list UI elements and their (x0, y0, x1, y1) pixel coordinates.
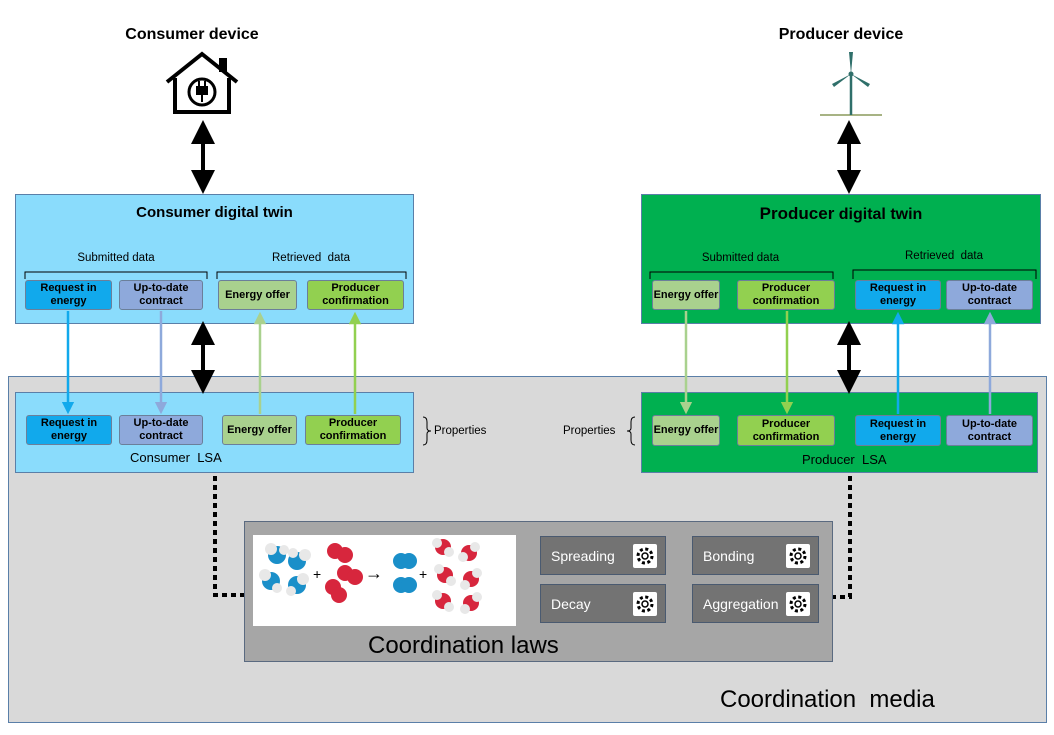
water-molecule-icon (432, 538, 482, 614)
consumer-lsa-energy-offer: Energy offer (222, 415, 297, 445)
oxygen-molecule-icon (325, 543, 363, 603)
producer-twin-up-to-date-contract: Up-to-date contract (946, 280, 1033, 310)
producer-retrieved-label: Retrieved data (905, 250, 983, 262)
reaction-image: + → + (253, 535, 516, 626)
gear-icon (633, 592, 657, 616)
producer-lsa-up-to-date-contract: Up-to-date contract (946, 415, 1033, 446)
consumer-submitted-label: Submitted data (77, 252, 155, 264)
consumer-lsa-producer-confirmation: Producer confirmation (305, 415, 401, 445)
consumer-properties-brace (422, 416, 432, 446)
gear-icon (786, 592, 810, 616)
svg-text:+: + (419, 566, 427, 582)
consumer-twin-request-in-energy: Request in energy (25, 280, 112, 310)
consumer-properties-label: Properties (434, 425, 487, 437)
producer-twin-request-in-energy: Request in energy (855, 280, 941, 310)
law-decay-label: Decay (551, 595, 591, 612)
consumer-twin-up-to-date-contract: Up-to-date contract (119, 280, 203, 310)
coordination-media-title: Coordination media (720, 686, 935, 713)
producer-twin-producer-confirmation: Producer confirmation (737, 280, 835, 310)
producer-properties-brace (626, 416, 636, 446)
law-bonding-label: Bonding (703, 547, 755, 564)
consumer-retrieved-label: Retrieved data (272, 252, 350, 264)
producer-properties-label: Properties (563, 425, 616, 437)
producer-lsa-energy-offer: Energy offer (652, 415, 720, 446)
ammonia-molecule-icon (259, 543, 311, 596)
svg-text:+: + (313, 566, 321, 582)
producer-lsa-request-in-energy: Request in energy (855, 415, 941, 446)
consumer-lsa-up-to-date-contract: Up-to-date contract (119, 415, 203, 445)
law-bonding: Bonding (692, 536, 819, 575)
consumer-twin-energy-offer: Energy offer (218, 280, 297, 310)
gear-icon (633, 544, 657, 568)
consumer-device-title: Consumer device (125, 26, 259, 43)
producer-twin-title: Producer digital twin (642, 204, 1040, 224)
producer-submitted-label: Submitted data (701, 252, 780, 264)
producer-device-title: Producer device (778, 26, 904, 43)
gear-icon (786, 544, 810, 568)
law-aggregation-label: Aggregation (703, 595, 779, 612)
law-aggregation: Aggregation (692, 584, 819, 623)
consumer-lsa-label: Consumer LSA (130, 450, 222, 465)
coordination-laws-title: Coordination laws (368, 632, 559, 659)
consumer-twin-title: Consumer digital twin (136, 204, 293, 221)
law-spreading-label: Spreading (551, 547, 615, 564)
law-spreading: Spreading (540, 536, 666, 575)
wind-turbine-icon (820, 50, 882, 118)
house-plug-icon (163, 50, 241, 116)
producer-twin-energy-offer: Energy offer (652, 280, 720, 310)
producer-lsa-label: Producer LSA (802, 452, 887, 467)
consumer-twin-producer-confirmation: Producer confirmation (307, 280, 404, 310)
producer-twin-title-bold: Producer (759, 204, 835, 223)
nitrogen-molecule-icon (393, 553, 417, 593)
consumer-lsa-request-in-energy: Request in energy (26, 415, 112, 445)
producer-twin-title-rest: digital twin (834, 206, 923, 223)
law-decay: Decay (540, 584, 666, 623)
svg-text:→: → (365, 563, 383, 583)
producer-lsa-producer-confirmation: Producer confirmation (737, 415, 835, 446)
